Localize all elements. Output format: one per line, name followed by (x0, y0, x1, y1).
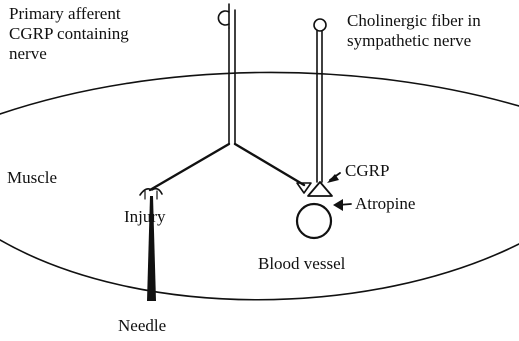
blood-vessel (297, 204, 331, 238)
cholinergic-fiber-label: Cholinergic fiber in sympathetic nerve (347, 11, 481, 51)
afferent-cell-body (218, 11, 229, 25)
afferent-nerve-label: Primary afferent CGRP containing nerve (9, 4, 129, 64)
afferent-label-line-3: nerve (9, 44, 129, 64)
cholinergic-terminal (308, 182, 332, 196)
cholinergic-label-line-2: sympathetic nerve (347, 31, 481, 51)
injury-label: Injury (124, 207, 166, 227)
atropine-arrowhead (333, 199, 343, 211)
cgrp-label: CGRP (345, 161, 389, 181)
injury-nerve-ending (140, 189, 162, 195)
cholinergic-label-line-1: Cholinergic fiber in (347, 11, 481, 31)
afferent-branch-to-vessel (235, 144, 304, 185)
muscle-upper-boundary (0, 72, 519, 114)
cholinergic-cell-body (314, 19, 326, 31)
afferent-label-line-2: CGRP containing (9, 24, 129, 44)
muscle-label: Muscle (7, 168, 57, 188)
blood-vessel-label: Blood vessel (258, 254, 345, 274)
needle-label: Needle (118, 316, 166, 336)
afferent-branch-to-injury (150, 144, 229, 190)
afferent-label-line-1: Primary afferent (9, 4, 129, 24)
atropine-label: Atropine (355, 194, 415, 214)
